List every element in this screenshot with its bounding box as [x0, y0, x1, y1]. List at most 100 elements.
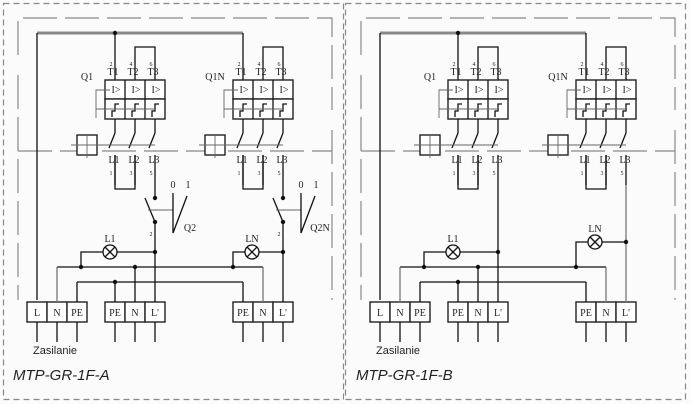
panel-frame-b	[344, 2, 687, 401]
latch-icon	[239, 103, 247, 117]
overcurrent-trip-label: I>	[152, 85, 161, 96]
latch-icon	[474, 103, 482, 117]
lamp-icon	[445, 244, 461, 260]
terminal-cell-label: L	[34, 308, 40, 319]
switch-position: 0	[171, 180, 176, 191]
terminal-number: 2	[238, 62, 241, 68]
inner-frame	[360, 17, 676, 110]
terminal-label: L1	[236, 155, 247, 166]
lamp-cross	[589, 236, 601, 248]
terminal-number: 3	[601, 171, 604, 177]
terminal-number: 6	[278, 62, 281, 68]
terminal-number: 5	[621, 171, 624, 177]
terminal-label: T3	[490, 67, 501, 78]
contact-blade	[579, 132, 587, 149]
supply-label: Zasilanie	[376, 345, 420, 357]
terminal-label: L3	[148, 155, 159, 166]
terminal-number: 2	[581, 62, 584, 68]
breaker-name: Q1N	[548, 72, 567, 83]
terminal-label: L1	[451, 155, 462, 166]
lamp-icon	[244, 244, 260, 260]
contact-blade	[619, 132, 627, 149]
inner-frame	[17, 17, 333, 110]
overcurrent-trip-label: I>	[455, 85, 464, 96]
terminal-number: 6	[493, 62, 496, 68]
overcurrent-trip-label: I>	[603, 85, 612, 96]
overcurrent-trip-label: I>	[583, 85, 592, 96]
contact-blade	[148, 132, 156, 149]
terminal-cell-label: N	[131, 308, 138, 319]
l1-l2-bridge	[242, 155, 264, 190]
terminal-cell-label: N	[396, 308, 403, 319]
overcurrent-trip-label: I>	[495, 85, 504, 96]
terminal-cell-label: L	[377, 308, 383, 319]
lamp-icon	[587, 234, 603, 250]
terminal-cell-label: L'	[279, 308, 287, 319]
terminal-cell-label: N	[602, 308, 609, 319]
lamp-cross	[246, 246, 258, 258]
terminal-number: 2	[278, 232, 281, 238]
terminal-label: L2	[599, 155, 610, 166]
terminal-number: 3	[473, 171, 476, 177]
terminal-label: T1	[578, 67, 589, 78]
t2-t3-bridge	[262, 46, 284, 80]
junction-dot	[475, 264, 481, 270]
terminal-number: 2	[110, 62, 113, 68]
latch-icon	[131, 103, 139, 117]
lamp-label: L1	[104, 234, 115, 245]
junction-dot	[152, 195, 158, 201]
terminal-label: T2	[127, 67, 138, 78]
latch-icon	[259, 103, 267, 117]
latch-icon	[151, 103, 159, 117]
latch-icon	[454, 103, 462, 117]
contact-blade	[256, 132, 264, 149]
contact-blade	[471, 132, 479, 149]
junction-dot	[280, 249, 286, 255]
terminal-number: 2	[150, 232, 153, 238]
breaker-name: Q1	[81, 72, 93, 83]
lamp-wire	[232, 251, 245, 267]
junction-dot	[495, 249, 501, 255]
terminal-label: L3	[276, 155, 287, 166]
overcurrent-trip-label: I>	[475, 85, 484, 96]
switch-position: 1	[314, 180, 319, 191]
terminal-number: 2	[453, 62, 456, 68]
lamp-label: LN	[588, 224, 601, 235]
terminal-number: 4	[473, 62, 476, 68]
contact-blade	[236, 132, 244, 149]
lamp-label: L1	[447, 234, 458, 245]
terminal-cell-label: PE	[109, 308, 121, 319]
panel-frame-a	[2, 2, 345, 401]
terminal-number: 1	[110, 171, 113, 177]
junction-dot	[112, 279, 118, 285]
overcurrent-trip-label: I>	[112, 85, 121, 96]
overcurrent-trip-label: I>	[623, 85, 632, 96]
terminal-label: L1	[579, 155, 590, 166]
l1-l2-bridge	[114, 155, 136, 190]
terminal-cell-label: N	[259, 308, 266, 319]
overcurrent-trip-label: I>	[280, 85, 289, 96]
latch-icon	[111, 103, 119, 117]
terminal-number: 5	[493, 171, 496, 177]
latch-icon	[279, 103, 287, 117]
terminal-label: L2	[128, 155, 139, 166]
terminal-number: 4	[130, 62, 133, 68]
contact-blade	[128, 132, 136, 149]
terminal-cell-label: L'	[622, 308, 630, 319]
terminal-cell-label: PE	[414, 308, 426, 319]
terminal-cell-label: L'	[494, 308, 502, 319]
lamp-icon	[102, 244, 118, 260]
terminal-label: T2	[470, 67, 481, 78]
terminal-cell-label: N	[53, 308, 60, 319]
switch-actuator	[172, 193, 188, 234]
lamp-cross	[447, 246, 459, 258]
terminal-label: L2	[256, 155, 267, 166]
latch-icon	[602, 103, 610, 117]
contact-blade	[451, 132, 459, 149]
terminal-label: T2	[255, 67, 266, 78]
terminal-label: T2	[598, 67, 609, 78]
junction-dot	[280, 195, 286, 201]
terminal-label: L2	[471, 155, 482, 166]
diagram-mtp-gr-1f-a: 2T14T26T3Q1I>I>I>L11L23L352T14T26T3Q1NI>…	[13, 17, 333, 384]
switch-position: 0	[299, 180, 304, 191]
